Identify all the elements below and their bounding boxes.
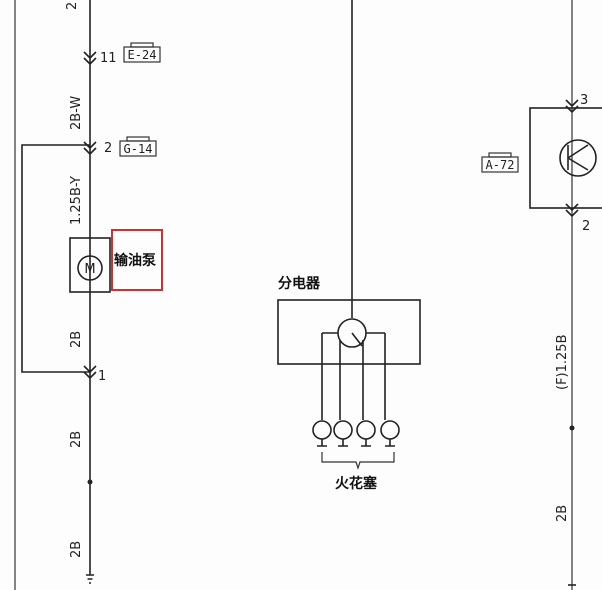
- connector-chevron-e24: [83, 51, 97, 66]
- connector-chevron-3: [565, 99, 579, 114]
- transistor-symbol: [559, 139, 597, 177]
- fuel-pump-label: 输油泵: [114, 252, 156, 269]
- wire-label-f125b: (F)1.25B: [555, 335, 570, 391]
- transistor-leads: [567, 144, 589, 171]
- distributor-box: [277, 299, 421, 365]
- pin-11-label: 11: [100, 51, 117, 66]
- rotor-arm: [351, 332, 363, 347]
- wire-label-2b-b: 2B: [69, 431, 84, 448]
- connector-chevron-g14: [83, 141, 97, 156]
- distributor-leads: [321, 332, 386, 420]
- motor-m-label: M: [84, 262, 95, 277]
- distributor-label: 分电器: [278, 275, 321, 292]
- pin-3-label: 3: [580, 93, 588, 108]
- ground-loop-wire: [21, 144, 90, 373]
- wire-label-top: 2: [65, 2, 80, 10]
- connector-a72-label: A-72: [486, 158, 515, 172]
- connector-e24-label: E-24: [128, 48, 157, 62]
- spark-plugs: [312, 420, 400, 447]
- fuel-pump-motor: [77, 255, 103, 281]
- wire-label-2b-c: 2B: [69, 541, 84, 558]
- highlight-box: [111, 229, 163, 291]
- connector-g14-label: G-14: [124, 142, 153, 156]
- connector-chevron-1: [83, 365, 97, 380]
- pin-2-right-label: 2: [582, 219, 590, 234]
- connector-tab-a72: [488, 152, 512, 158]
- junction-dot: [87, 479, 93, 485]
- connector-tab-g14: [126, 136, 150, 142]
- ground-symbol-left: [86, 574, 94, 584]
- spark-plug-brace: [321, 452, 395, 470]
- fuel-pump-box: [69, 237, 111, 293]
- wire-label-125b-y: 1.25B-Y: [69, 176, 84, 225]
- wire-label-2b-w: 2B-W: [69, 96, 84, 130]
- right-junction-dot: [569, 425, 575, 431]
- connector-chevron-2-right: [565, 203, 579, 218]
- pin-2-label: 2: [104, 141, 112, 156]
- wire-label-2b-a: 2B: [69, 331, 84, 348]
- pin-1-label: 1: [98, 369, 106, 384]
- right-component-box: [529, 107, 602, 209]
- spark-plug-label: 火花塞: [335, 475, 378, 492]
- wire-label-right-2b: 2B: [555, 505, 570, 522]
- connector-tab-e24: [130, 42, 154, 48]
